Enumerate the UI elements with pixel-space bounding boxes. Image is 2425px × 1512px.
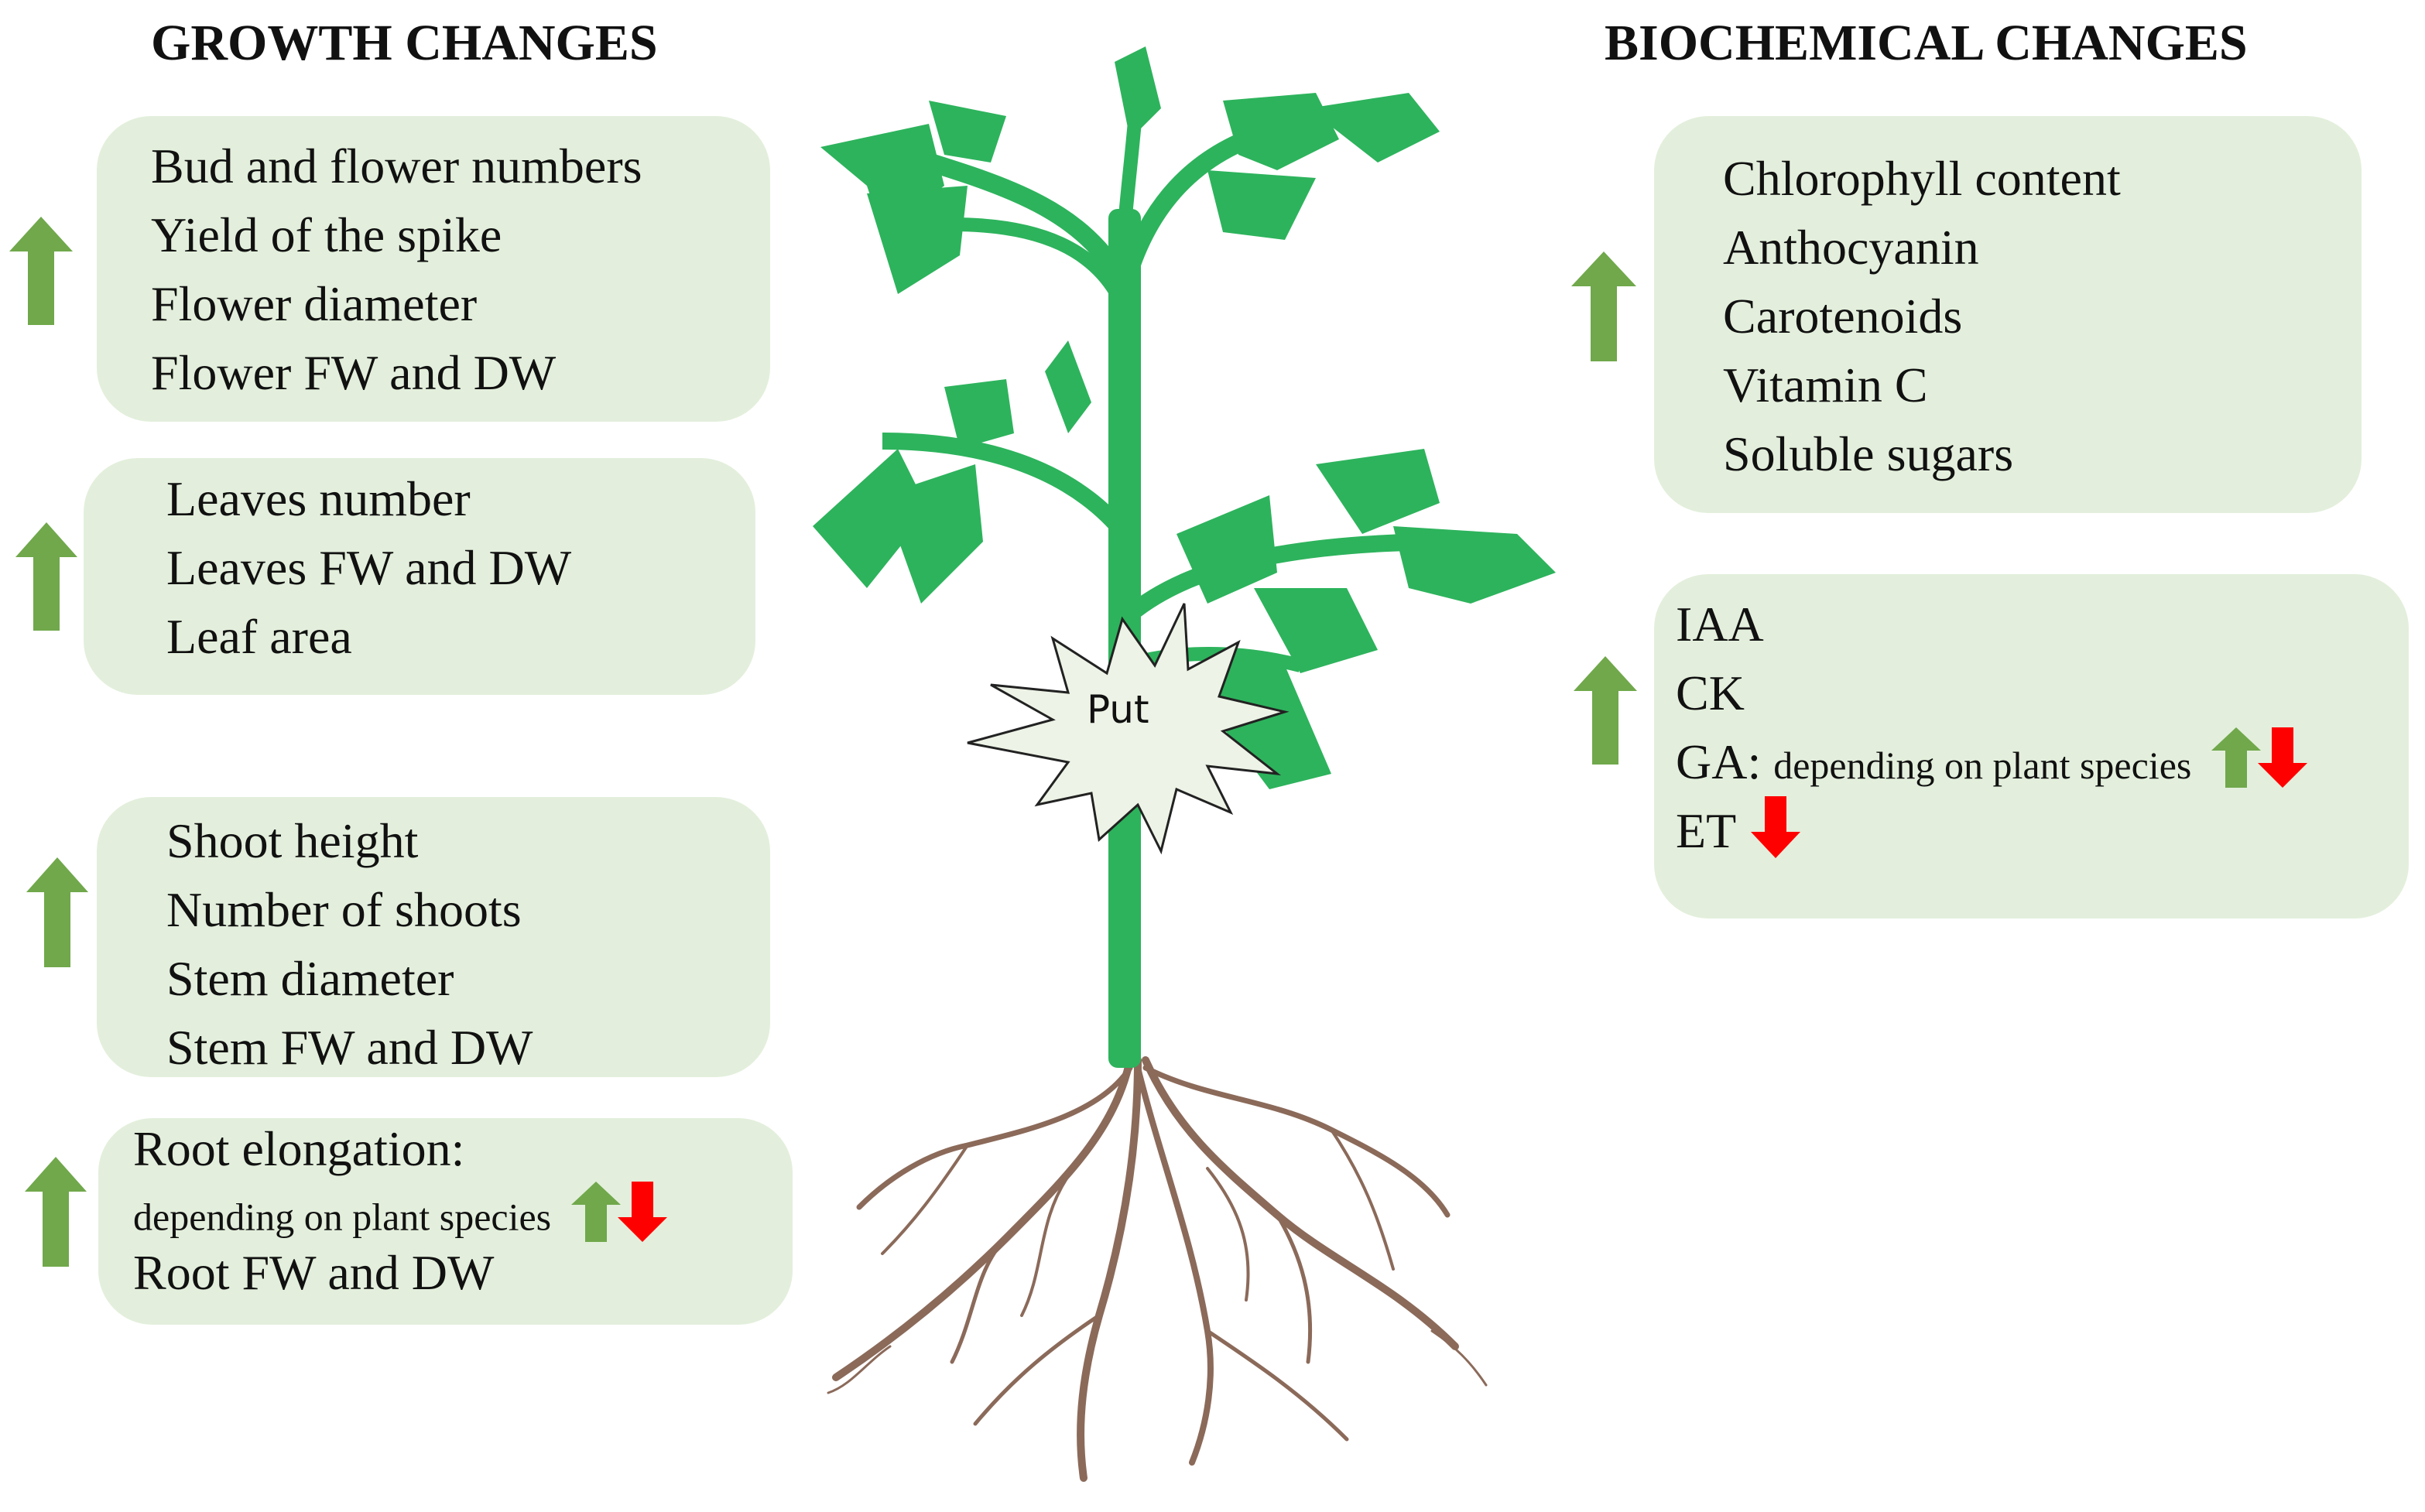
root-growth-box [98, 1118, 793, 1325]
down-arrow-icon [2258, 727, 2308, 788]
flower-growth-item: Flower FW and DW [151, 345, 557, 400]
up-down-arrows [2211, 727, 2312, 807]
put-label: Put [1087, 687, 1149, 732]
hormone-et-row: ET [1676, 796, 2312, 865]
pigments-list: Chlorophyll content Anthocyanin Caroteno… [1723, 144, 2121, 488]
growth-changes-heading: GROWTH CHANGES [151, 15, 658, 71]
shoot-growth-item: Shoot height [166, 813, 419, 868]
pigment-item: Anthocyanin [1723, 220, 1979, 275]
flower-growth-list: Bud and flower numbers Yield of the spik… [151, 132, 642, 407]
up-arrow-icon [25, 1157, 87, 1267]
down-arrow-icon [1751, 796, 1801, 858]
plant-shoot [813, 46, 1556, 1068]
leaf-growth-item: Leaves FW and DW [166, 540, 572, 595]
put-starburst [967, 603, 1290, 855]
leaf-growth-item: Leaf area [166, 609, 352, 664]
hormones-list: IAA CK GA: depending on plant species ET [1676, 590, 2312, 865]
up-arrow-icon [571, 1182, 622, 1242]
flower-growth-item: Flower diameter [151, 276, 478, 331]
pigment-item: Vitamin C [1723, 357, 1928, 412]
hormone-et-label: ET [1676, 803, 1736, 859]
up-arrow-icon [26, 857, 88, 967]
root-species-row: depending on plant species [133, 1182, 672, 1243]
pigments-box [1654, 116, 2362, 513]
shoot-growth-item: Stem FW and DW [166, 1020, 533, 1075]
leaf-growth-box [84, 458, 755, 695]
pigment-item: Chlorophyll content [1723, 151, 2121, 206]
flower-growth-box [97, 116, 770, 422]
shoot-growth-item: Number of shoots [166, 882, 522, 937]
root-growth-list: Root elongation: depending on plant spec… [133, 1120, 672, 1305]
shoot-growth-item: Stem diameter [166, 951, 454, 1006]
shoot-growth-box [97, 797, 770, 1077]
pigment-item: Carotenoids [1723, 289, 1963, 344]
up-down-arrows [571, 1182, 672, 1256]
up-arrow-icon [15, 522, 77, 631]
hormone-ga-label: GA: [1676, 734, 1762, 790]
leaf-growth-item: Leaves number [166, 471, 471, 526]
hormone-ga-row: GA: depending on plant species [1676, 727, 2312, 796]
root-growth-item: Root elongation: [133, 1121, 465, 1176]
root-species-note: depending on plant species [133, 1195, 552, 1239]
plant-illustration [813, 46, 1556, 1482]
up-arrow-icon [1574, 656, 1637, 765]
pigment-item: Soluble sugars [1723, 426, 2014, 481]
down-arrow-icon [618, 1182, 668, 1242]
root-growth-item: Root FW and DW [133, 1245, 495, 1300]
up-arrow-icon [9, 217, 73, 325]
flower-growth-item: Yield of the spike [151, 207, 502, 262]
up-arrow-icon [2211, 727, 2262, 788]
roots [827, 1056, 1488, 1482]
hormone-item: IAA [1676, 597, 1764, 652]
leaf-growth-list: Leaves number Leaves FW and DW Leaf area [166, 464, 571, 671]
down-arrows [1749, 796, 1803, 876]
shoot-growth-list: Shoot height Number of shoots Stem diame… [166, 806, 533, 1082]
hormone-ga-note: depending on plant species [1773, 744, 2192, 788]
biochemical-changes-heading: BIOCHEMICAL CHANGES [1605, 15, 2248, 71]
flower-growth-item: Bud and flower numbers [151, 139, 642, 193]
hormone-item: CK [1676, 665, 1745, 720]
up-arrow-icon [1571, 251, 1636, 361]
